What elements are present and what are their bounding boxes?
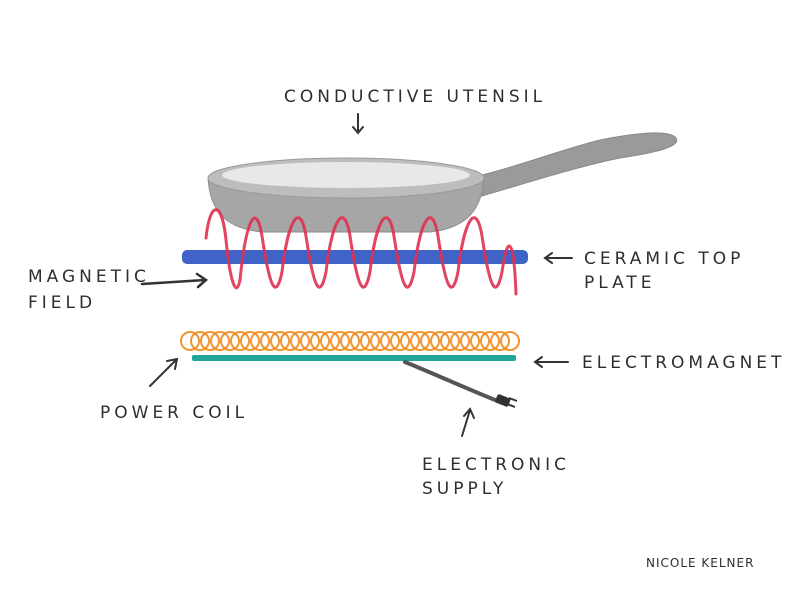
electromagnet-bar: [192, 355, 516, 361]
arrow-power-coil: [149, 357, 179, 387]
label-ceramic-top-plate-line1: CERAMIC TOP: [584, 249, 745, 269]
coil-loop: [180, 331, 200, 351]
coil-loop: [260, 331, 280, 351]
coil-loop: [380, 331, 400, 351]
coil-loop: [450, 331, 470, 351]
coil-loop: [360, 331, 380, 351]
pan-handle: [477, 132, 678, 197]
coil-loop: [370, 331, 390, 351]
coil-loop: [470, 331, 490, 351]
label-electronic-supply-line2: SUPPLY: [422, 479, 508, 499]
coil-loop: [500, 331, 520, 351]
label-power-coil: POWER COIL: [100, 403, 249, 423]
arrow-supply: [461, 407, 475, 437]
coil-loop: [300, 331, 320, 351]
coil-loop: [250, 331, 270, 351]
coil-loop: [460, 331, 480, 351]
label-ceramic-top-plate-line2: PLATE: [584, 273, 656, 293]
power-coil: [180, 331, 520, 351]
coil-loop: [490, 331, 510, 351]
coil-loop: [290, 331, 310, 351]
coil-loop: [240, 331, 260, 351]
coil-loop: [480, 331, 500, 351]
coil-loop: [420, 331, 440, 351]
arrow-magnetic: [140, 272, 209, 289]
coil-loop: [310, 331, 330, 351]
label-conductive-utensil: CONDUCTIVE UTENSIL: [284, 87, 547, 107]
coil-loop: [330, 331, 350, 351]
coil-loop: [350, 331, 370, 351]
label-electronic-supply-line1: ELECTRONIC: [422, 455, 571, 475]
pan-inner: [222, 162, 470, 188]
coil-loop: [280, 331, 300, 351]
arrow-ceramic: [543, 252, 573, 264]
coil-loop: [210, 331, 230, 351]
signature: NICOLE KELNER: [646, 556, 755, 570]
label-electromagnet: ELECTROMAGNET: [582, 353, 786, 373]
coil-loop: [230, 331, 250, 351]
plug-icon: [495, 394, 518, 408]
frying-pan-icon: [207, 132, 678, 233]
coil-loop: [440, 331, 460, 351]
magnetic-field-wave: [204, 208, 518, 296]
arrow-utensil: [352, 113, 364, 135]
coil-loop: [400, 331, 420, 351]
coil-loop: [270, 331, 290, 351]
coil-loop: [390, 331, 410, 351]
label-magnetic-field-line1: MAGNETIC: [28, 267, 150, 287]
coil-loop: [220, 331, 240, 351]
coil-loop: [320, 331, 340, 351]
coil-loop: [340, 331, 360, 351]
coil-loop: [200, 331, 220, 351]
label-magnetic-field-line2: FIELD: [28, 293, 97, 313]
arrow-electromagnet: [533, 356, 569, 368]
coil-loop: [190, 331, 210, 351]
power-cable: [403, 360, 502, 404]
coil-loop: [410, 331, 430, 351]
coil-loop: [430, 331, 450, 351]
